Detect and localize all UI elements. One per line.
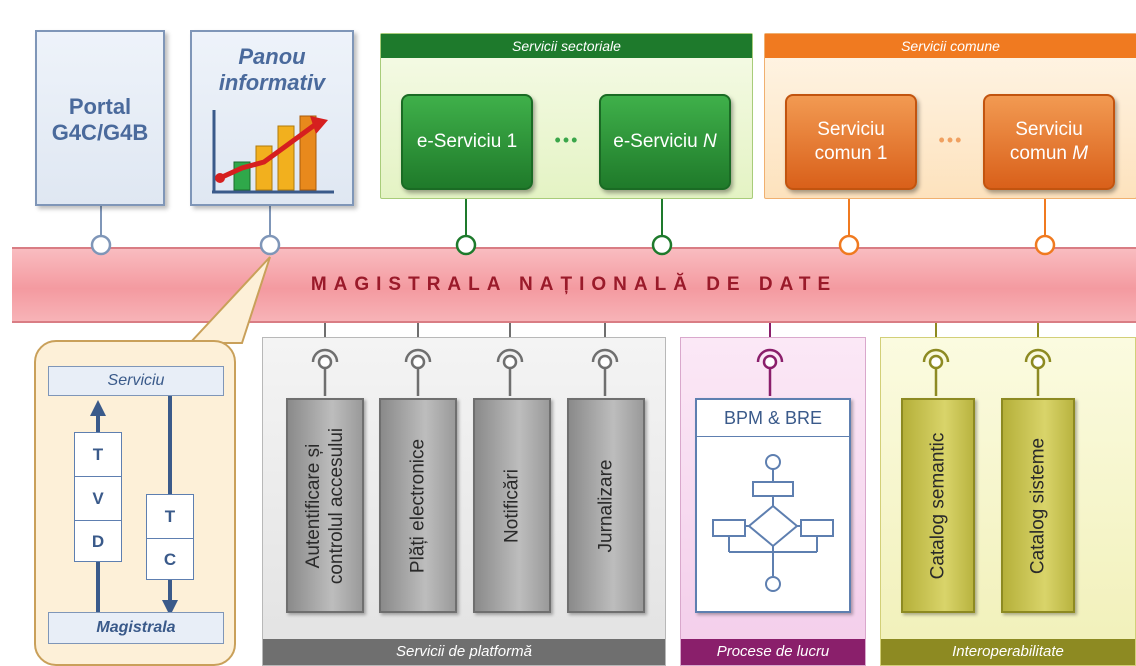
portal-label: Portal G4C/G4B <box>37 94 163 146</box>
serviciu-banner-label: Serviciu <box>107 372 165 389</box>
procese-lucru-title: Procese de lucru <box>681 639 865 665</box>
panou-box: Panou informativ <box>190 30 354 206</box>
interoperabilitate-title: Interoperabilitate <box>881 639 1135 665</box>
flow-arrows <box>90 396 178 622</box>
platform-column-plati: Plăți electronice <box>379 398 457 613</box>
serviciu-comun-m-line1: Serviciu <box>1015 119 1083 140</box>
panou-label-line2: informativ <box>218 70 326 95</box>
letter-t-right: T <box>147 495 193 539</box>
panou-label-line1: Panou <box>238 44 306 69</box>
serviciu-comun-m-prefix: comun <box>1009 143 1073 164</box>
letter-v: V <box>75 477 121 521</box>
serviciu-comun-m-suffix: M <box>1072 143 1089 164</box>
serviciu-comun-m-button[interactable]: Serviciu comun M <box>983 94 1115 190</box>
e-serviciu-n-button[interactable]: e-Serviciu N <box>599 94 731 190</box>
procese-lucru-group: BPM & BRE Procese de lucru <box>680 337 866 666</box>
magistrala-banner: Magistrala <box>48 612 224 644</box>
letter-t-left: T <box>75 433 121 477</box>
e-serviciu-1-button[interactable]: e-Serviciu 1 <box>401 94 533 190</box>
e-serviciu-n-prefix: e-Serviciu <box>613 131 703 152</box>
servicii-sectoriale-title: Servicii sectoriale <box>381 34 752 58</box>
bus-top-connectors <box>90 234 1056 256</box>
platform-column-autentificare: Autentificare și controlul accesului <box>286 398 364 613</box>
servicii-comune-group: Servicii comune Serviciu comun 1 ••• Ser… <box>764 33 1136 199</box>
e-serviciu-n-suffix: N <box>703 131 717 152</box>
detail-callout: Serviciu T V D T C Magistrala <box>34 340 236 666</box>
serviciu-comun-1-line2: comun 1 <box>814 143 888 164</box>
bpm-bre-box: BPM & BRE <box>695 398 851 613</box>
flowchart-icon <box>712 454 834 592</box>
interoperabilitate-group: Catalog semantic Catalog sisteme Interop… <box>880 337 1136 666</box>
serviciu-banner: Serviciu <box>48 366 224 396</box>
letter-d: D <box>91 532 105 551</box>
catalog-semantic-column: Catalog semantic <box>901 398 975 613</box>
letter-c: C <box>163 550 177 569</box>
servicii-platforma-group: Autentificare și controlul accesului Plă… <box>262 337 666 666</box>
servicii-sectoriale-group: Servicii sectoriale e-Serviciu 1 ••• e-S… <box>380 33 753 199</box>
platform-column-jurnalizare: Jurnalizare <box>567 398 645 613</box>
portal-label-line1: Portal <box>68 94 132 119</box>
catalog-sisteme-label: Catalog sisteme <box>1027 437 1049 574</box>
platform-column-notificari: Notificări <box>473 398 551 613</box>
magistrala-label: MAGISTRALA NAȚIONALĂ DE DATE <box>310 274 838 295</box>
bpm-title-divider <box>697 436 849 437</box>
e-serviciu-n-label: e-Serviciu N <box>613 130 716 154</box>
portal-label-line2: G4C/G4B <box>51 120 149 145</box>
catalog-sisteme-column: Catalog sisteme <box>1001 398 1075 613</box>
autentificare-label: Autentificare și controlul accesului <box>302 427 348 583</box>
tvd-stack: T V D <box>74 432 122 562</box>
serviciu-comun-m-line2: comun M <box>1010 142 1088 166</box>
chart-icon <box>212 110 334 194</box>
servicii-platforma-title: Servicii de platformă <box>263 639 665 665</box>
comune-ellipsis: ••• <box>938 130 964 150</box>
servicii-comune-title: Servicii comune <box>765 34 1136 58</box>
plati-label: Plăți electronice <box>407 438 429 573</box>
bpm-bre-title: BPM & BRE <box>723 408 823 428</box>
panou-label: Panou informativ <box>192 44 352 96</box>
magistrala-bus: MAGISTRALA NAȚIONALĂ DE DATE <box>12 247 1136 323</box>
bus-bottom-connectors <box>311 348 1052 396</box>
serviciu-comun-1-line1: Serviciu <box>817 119 885 140</box>
sectoriale-ellipsis: ••• <box>554 130 580 150</box>
notificari-label: Notificări <box>501 468 523 543</box>
jurnalizare-label: Jurnalizare <box>595 459 617 552</box>
autentificare-line1: Autentificare și <box>303 443 324 568</box>
catalog-semantic-label: Catalog semantic <box>927 432 949 579</box>
serviciu-comun-1-button[interactable]: Serviciu comun 1 <box>785 94 917 190</box>
tc-stack: T C <box>146 494 194 580</box>
magistrala-banner-label: Magistrala <box>96 619 176 636</box>
e-serviciu-1-label: e-Serviciu 1 <box>416 131 518 152</box>
portal-box: Portal G4C/G4B <box>35 30 165 206</box>
autentificare-line2: controlul accesului <box>326 427 347 584</box>
